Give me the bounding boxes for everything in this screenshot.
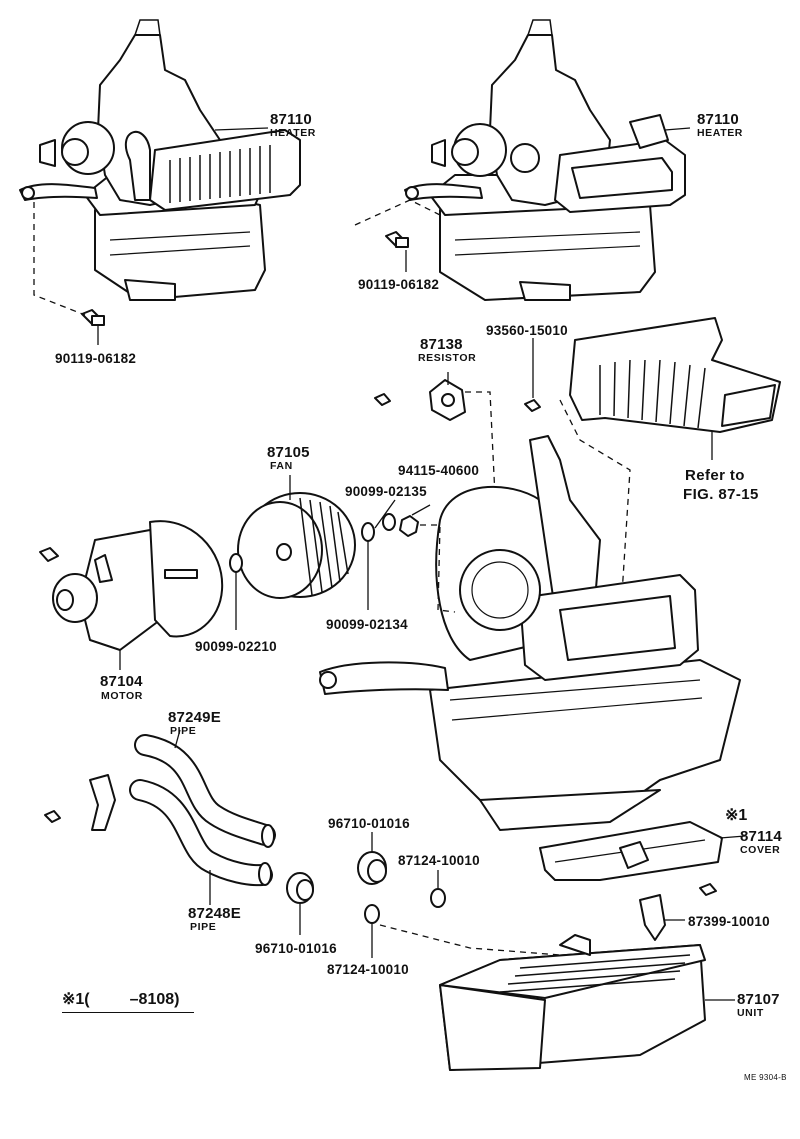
label-oring-b: 87124-10010: [327, 962, 409, 977]
motor-drawing: [39, 520, 224, 651]
label-cover-number: 87114: [740, 828, 782, 845]
pipe-87248e-drawing: [129, 779, 273, 887]
label-heater-left-number: 87110: [270, 111, 312, 128]
footnote-range-text: –8108): [129, 991, 180, 1008]
label-pipe-b-number: 87248E: [188, 905, 241, 922]
grommet-b-drawing: [286, 872, 314, 904]
leader-lines: [97, 127, 746, 1001]
oring-b-drawing: [364, 904, 380, 924]
label-bolt-right: 90119-06182: [358, 277, 440, 292]
label-washer-90099-02134: 90099-02134: [326, 617, 408, 632]
grommet-a-drawing: [357, 851, 387, 885]
heater-assembly-left-drawing: [19, 19, 301, 301]
label-grommet-a: 96710-01016: [328, 816, 410, 831]
label-washer-90099-02210: 90099-02210: [195, 639, 277, 654]
label-refer-line2: FIG. 87-15: [683, 486, 759, 503]
label-motor-name: MOTOR: [101, 690, 143, 702]
label-fan-name: FAN: [270, 460, 293, 472]
label-oring-a: 87124-10010: [398, 853, 480, 868]
clamp-drawing: [639, 894, 666, 941]
washers-drawing: [229, 513, 419, 573]
label-bolt-left: 90119-06182: [55, 351, 137, 366]
oring-a-drawing: [430, 888, 446, 908]
label-washer-90099-02135: 90099-02135: [345, 484, 427, 499]
label-resistor-name: RESISTOR: [418, 352, 477, 364]
label-pipe-b-name: PIPE: [190, 921, 217, 933]
label-screw-93560: 93560-15010: [486, 323, 568, 338]
label-nut-94115: 94115-40600: [398, 463, 480, 478]
label-fan-number: 87105: [267, 444, 310, 461]
bolt-left-drawing: [81, 309, 105, 326]
pipe-clip-drawing: [44, 774, 116, 831]
main-heater-case-drawing: [319, 435, 741, 831]
label-pipe-a-number: 87249E: [168, 709, 221, 726]
resistor-drawing: [374, 379, 541, 421]
pipe-87249e-drawing: [134, 734, 276, 848]
label-cover-name: COVER: [740, 844, 781, 856]
footnote-underline: [62, 1012, 194, 1013]
cover-drawing: [539, 821, 723, 896]
label-resistor-number: 87138: [420, 336, 463, 353]
heater-assembly-right-drawing: [404, 19, 686, 301]
footnote-mark-text: ※1(: [62, 991, 90, 1008]
label-pipe-a-name: PIPE: [170, 725, 197, 737]
label-unit-number: 87107: [737, 991, 780, 1008]
label-unit-name: UNIT: [737, 1007, 764, 1019]
label-grommet-b: 96710-01016: [255, 941, 337, 956]
label-refer-line1: Refer to: [685, 467, 745, 484]
label-heater-right-number: 87110: [697, 111, 739, 128]
fan-drawing: [237, 492, 356, 599]
label-motor-number: 87104: [100, 673, 143, 690]
footnote-mark: ※1( –8108): [62, 992, 179, 1008]
drawing-code: ME 9304-B: [744, 1073, 787, 1082]
label-heater-right-name: HEATER: [697, 127, 743, 139]
bolt-right-drawing: [385, 231, 409, 248]
air-duct-drawing: [569, 317, 781, 433]
heater-core-unit-drawing: [439, 934, 706, 1071]
label-heater-left-name: HEATER: [270, 127, 316, 139]
label-clamp-87399: 87399-10010: [688, 914, 770, 929]
label-cover-footnote-mark: ※1: [725, 807, 748, 824]
